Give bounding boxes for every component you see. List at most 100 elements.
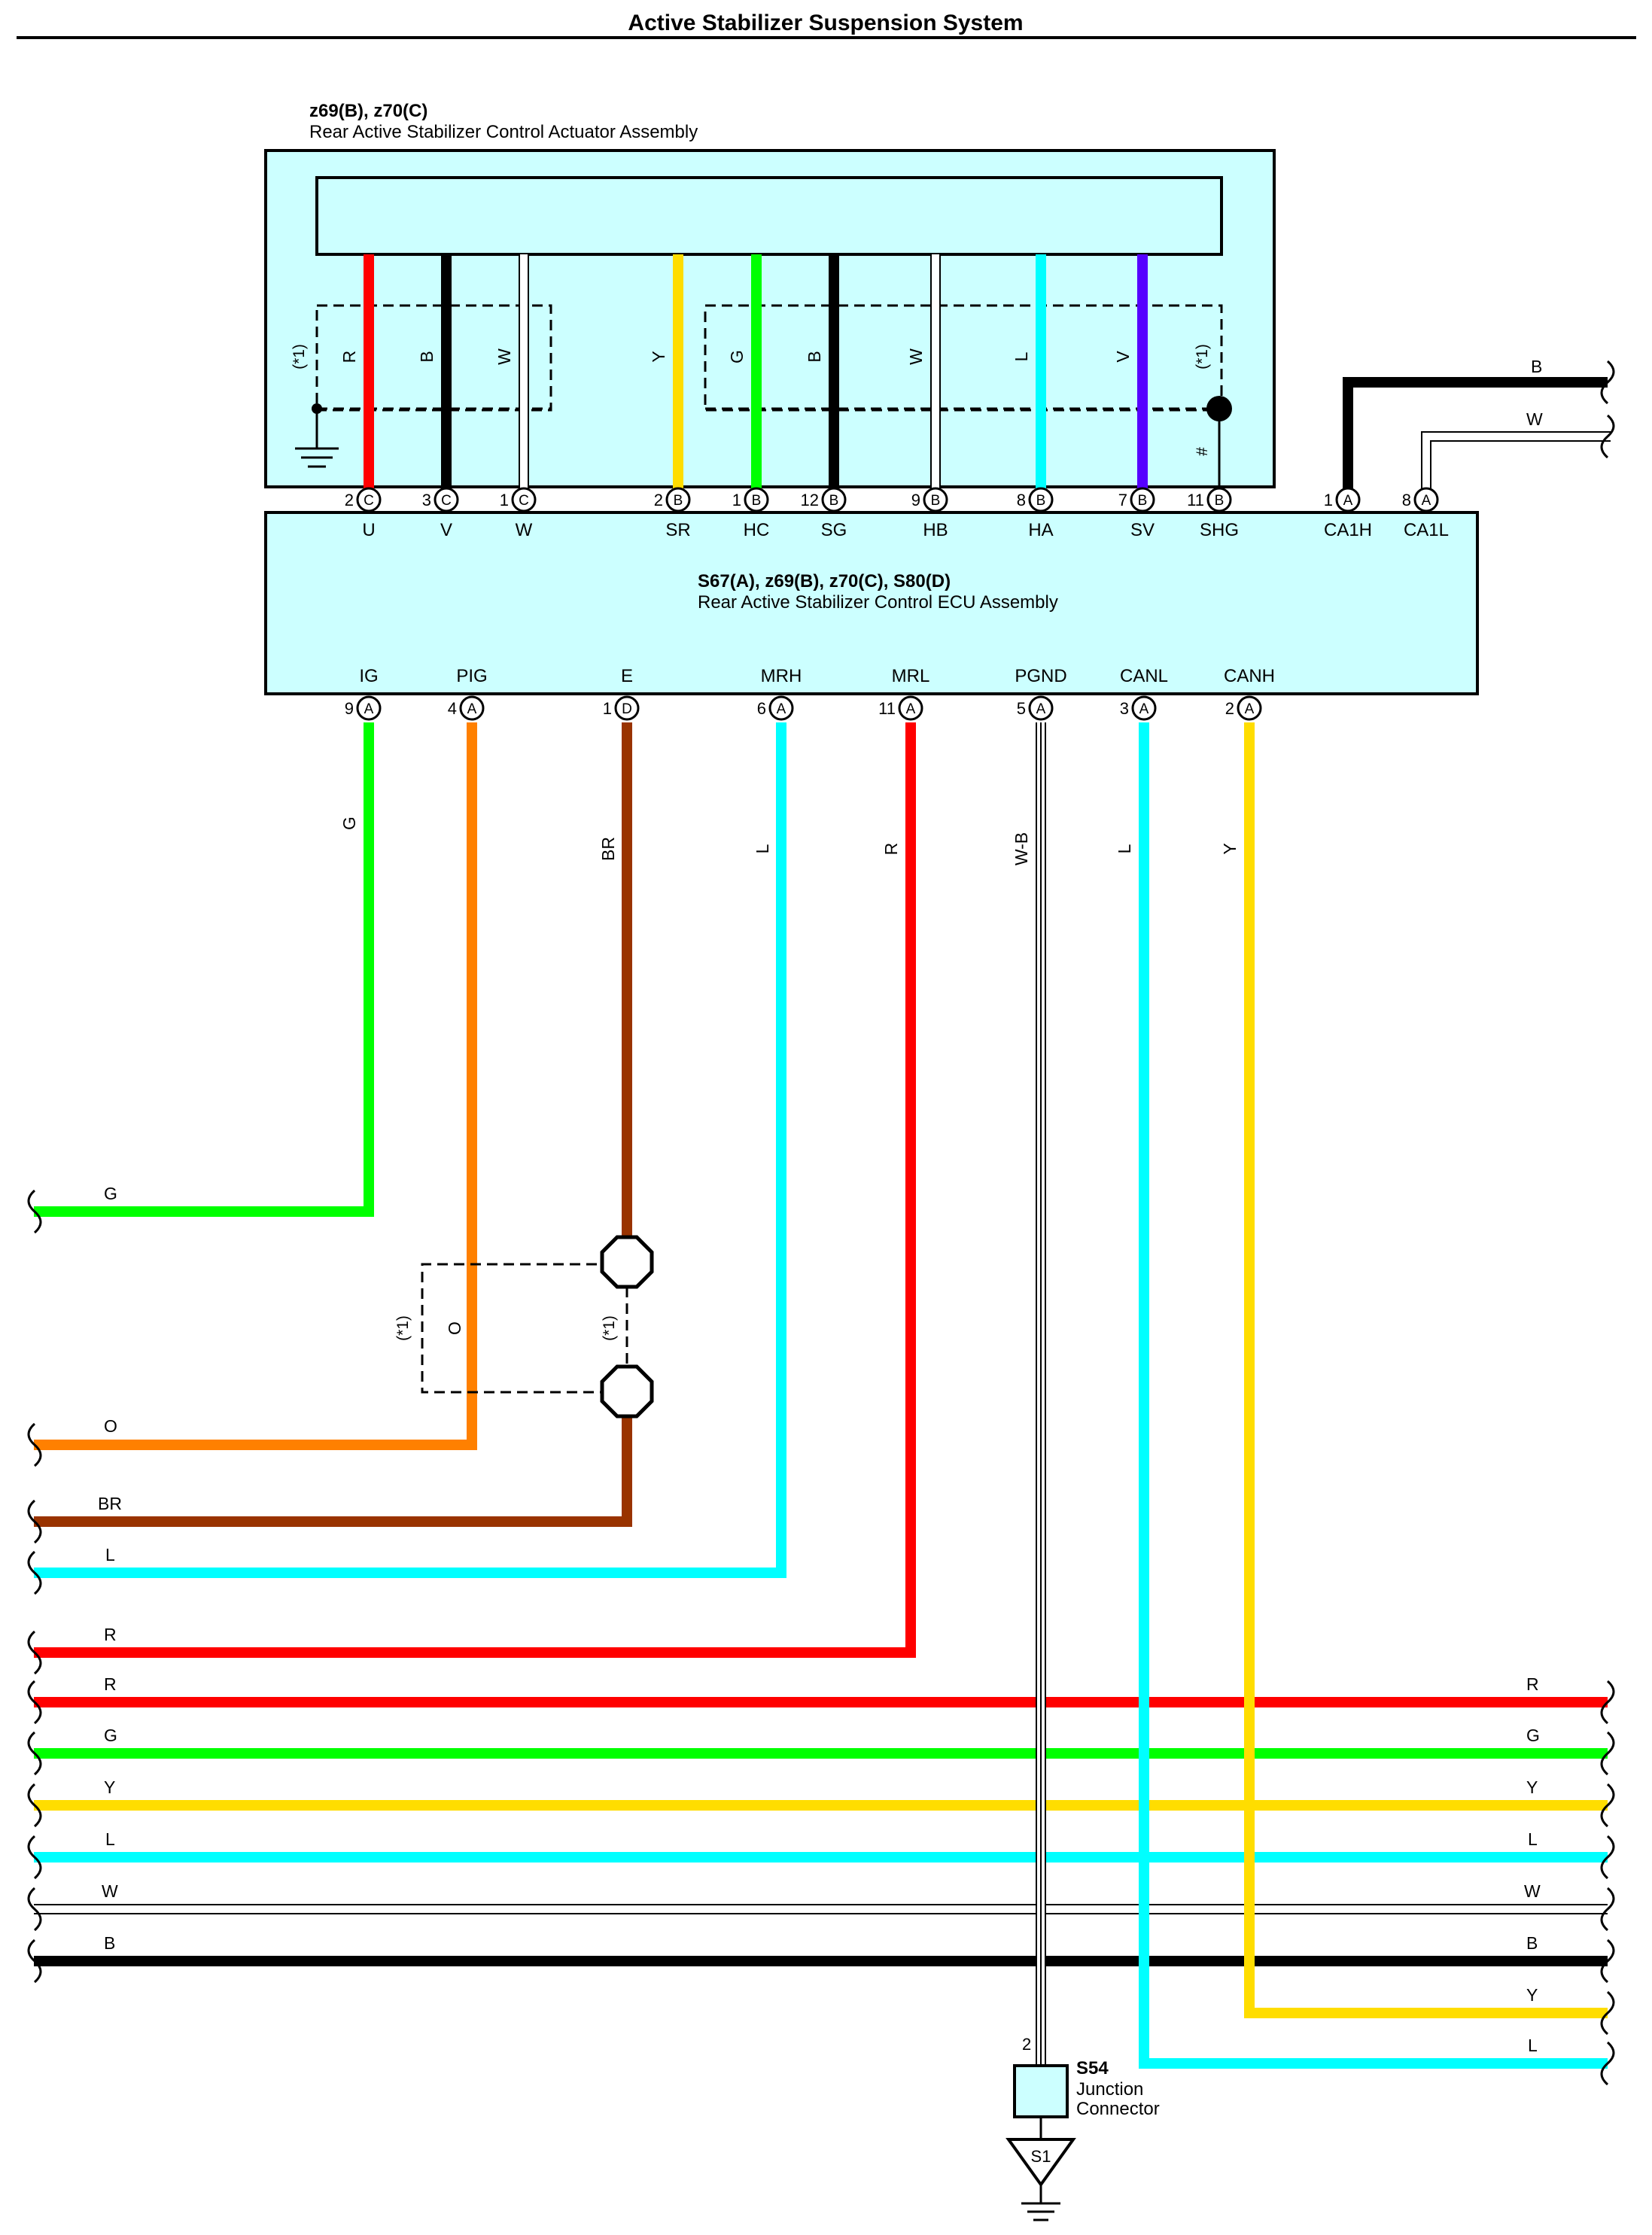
splice-point-lower [600,1364,654,1419]
actuator-label-v: B [417,351,437,362]
pin-name: SG [821,520,847,540]
actuator-label-ha: L [1012,351,1031,361]
pin-connector-circle [1028,487,1054,512]
bus-left-label-w: W [102,1881,118,1901]
bus-left-label-l: L [105,1829,115,1849]
junction-pin-number: 2 [1022,2035,1031,2054]
splice-note-right: (*1) [601,1315,618,1341]
actuator-ids: z69(B), z70(C) [309,101,427,121]
e-splice-group: O (*1) (*1) [394,1235,654,1419]
actuator-label-hc: G [727,350,747,363]
ecu-ids: S67(A), z69(B), z70(C), S80(D) [698,571,951,591]
bus-left-label-y: Y [104,1777,115,1797]
pin-connector-circle [511,487,537,512]
pin-name: SR [665,520,690,540]
pin-connector-letter: C [364,493,374,509]
actuator-motor-bar [315,176,1223,256]
ecu-top-pins: C2UC3VC1WB2SRB1HCB12SGB9HBB8HAB7SVB11SHG… [345,487,1449,540]
ig-wire-label: G [339,816,359,830]
pin-name: W [516,520,533,540]
wire-break-marks [27,360,1615,2086]
pin-number: 3 [422,491,431,509]
pin-number: 9 [911,491,920,509]
bus-right-label-g: G [1526,1726,1540,1745]
pin-name: CANH [1224,666,1275,686]
splice-note-left: (*1) [394,1315,412,1341]
title-rule [17,36,1636,39]
pin-number: 1 [603,699,612,718]
pgnd-wire-label: W-B [1012,832,1031,865]
pin-connector-circle [1131,695,1157,721]
actuator-label-u: R [339,351,359,363]
pin-name: U [362,520,375,540]
pin-number: 5 [1017,699,1026,718]
junction-name-line1: Junction [1076,2079,1143,2100]
page-title: Active Stabilizer Suspension System [628,11,1023,35]
pin-name: MRL [892,666,930,686]
pin-number: 3 [1120,699,1129,718]
bus-left-label-g: G [104,1726,117,1745]
pin-connector-circle [665,487,691,512]
pin-name: MRH [761,666,802,686]
junction-id: S54 [1076,2058,1109,2078]
junction-name-line2: Connector [1076,2099,1160,2119]
pin-number: 2 [345,491,354,509]
pin-number: 2 [1225,699,1234,718]
pin-number: 9 [345,699,354,718]
pin-number: 11 [1187,491,1204,509]
left-label-r: R [104,1625,117,1644]
pin-name: HB [923,520,948,540]
shield-box-right [704,304,1223,412]
left-label-br: BR [98,1494,122,1513]
pin-name: V [440,520,452,540]
pin-connector-circle [1413,487,1439,512]
pin-connector-letter: B [1138,493,1148,509]
pin-connector-circle [1237,695,1262,721]
actuator-label-sv: V [1113,351,1133,363]
ground-point-icon [1005,2138,1076,2188]
pin-connector-letter: B [752,493,762,509]
bus-right-label-b: B [1526,1933,1538,1953]
pin-name: SV [1130,520,1155,540]
mrh-wire-label: L [753,844,772,853]
ecu-name: Rear Active Stabilizer Control ECU Assem… [698,592,1058,613]
bus-wires [34,1697,1608,1966]
pin-connector-letter: B [674,493,683,509]
ca1h-wire-label: B [1531,357,1542,376]
pin-bottom-e: D1E [603,666,640,721]
pin-name: E [621,666,633,686]
pin-connector-circle [768,695,794,721]
pin-number: 4 [448,699,457,718]
right-label-y: Y [1526,1985,1538,2005]
right-label-l: L [1528,2036,1538,2055]
shield-note-left: (*1) [291,344,308,369]
pin-number: 2 [654,491,663,509]
pin-top-u: C2U [345,487,382,540]
pin-name: PGND [1015,666,1066,686]
pin-connector-letter: B [829,493,839,509]
canl-wire-label: L [1115,844,1134,853]
e-wire-label: BR [598,837,618,861]
splice-loop-label: O [445,1321,464,1335]
pin-connector-letter: D [622,701,632,717]
bus-right-label-l: L [1528,1829,1538,1849]
pin-number: 7 [1118,491,1127,509]
can-ca-wires: B W [1343,357,1611,500]
pin-top-w: C1W [500,487,537,540]
pin-connector-circle [459,695,485,721]
pin-name: CA1L [1404,520,1449,540]
splice-point-upper [600,1235,654,1289]
pin-name: SHG [1200,520,1239,540]
